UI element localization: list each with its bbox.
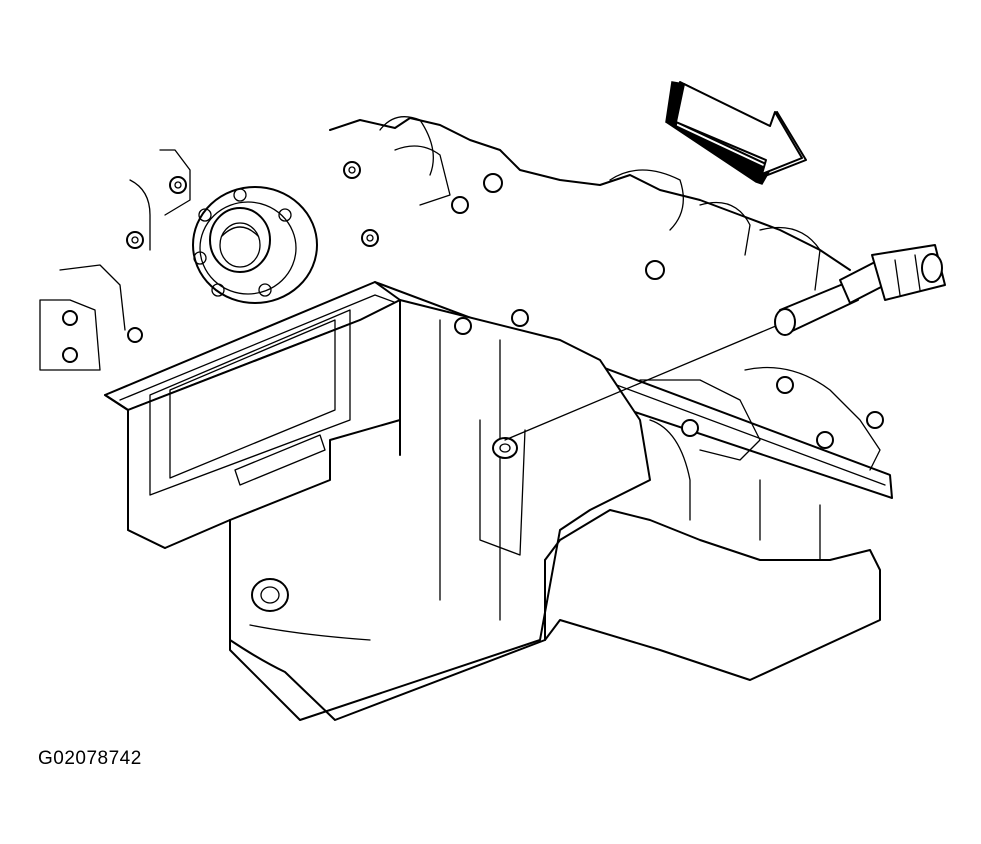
leader-line	[504, 319, 791, 441]
sensor-icon	[774, 244, 946, 336]
direction-arrow-icon	[665, 81, 807, 185]
engine-block	[39, 116, 851, 371]
figure-code: G02078742	[38, 748, 142, 769]
bolt-icon	[62, 161, 379, 363]
oil-pan	[127, 299, 881, 721]
crankshaft-hub	[192, 186, 318, 304]
oil-pump-assembly	[451, 173, 884, 471]
